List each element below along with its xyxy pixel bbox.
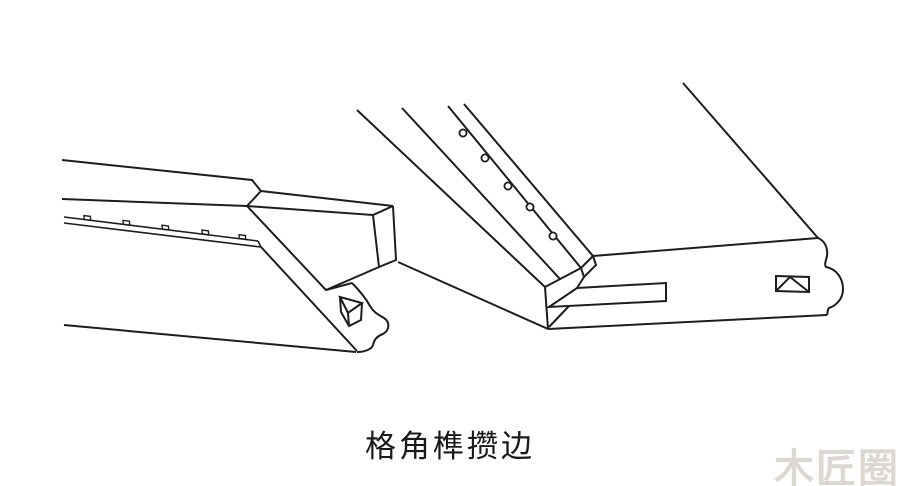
rail-outer-edge [356,109,546,288]
mitered-block-end-face [372,205,398,269]
front-band-bottom-edge [547,314,828,330]
peg [238,233,247,241]
front-band-top-edge [592,237,819,257]
peg-hole [503,181,513,191]
underside-edge [397,261,549,330]
open-mortise-slot [545,281,667,309]
groove-strip-lower [63,222,262,248]
miter-diagonal [260,246,358,352]
tenon-tip-top [338,295,365,315]
tongue-lip-outer [447,105,582,269]
peg [122,219,131,226]
miter-seam-lower [548,305,570,328]
miter-link-line [325,282,353,291]
right-joint-drawing [356,82,845,330]
peg-hole [525,202,535,212]
molded-edge-profile [817,237,845,316]
left-joint-drawing [61,159,398,353]
tongue-lip-inner [463,103,594,257]
watermark-text: 木匠圈 [774,447,900,486]
mitered-block-step [246,190,262,207]
peg-hole [458,128,468,138]
mitered-block-front-face [246,205,380,292]
figure-caption: 格角榫攒边 [365,429,535,464]
peg [161,224,170,231]
rail-top-edge [61,159,394,207]
far-top-edge [682,82,819,239]
tongue-end-face [579,254,598,279]
through-tenon-wedge-lines [775,275,810,293]
tenon-tip-corner-edge [347,312,350,327]
rail-bottom-edge [63,324,357,353]
rail-front-edge [61,198,248,207]
mitered-block-top [246,205,394,217]
end-top-miter-edge [544,267,582,288]
groove-strip-cap [257,240,262,248]
molded-end-profile [351,282,390,353]
groove-strip-upper [63,216,259,242]
peg [83,214,92,222]
peg-hole [480,153,490,163]
peg-hole [548,231,558,241]
miter-seam-upper [576,276,585,289]
rail-flat-edge [401,107,561,280]
peg [201,229,210,236]
